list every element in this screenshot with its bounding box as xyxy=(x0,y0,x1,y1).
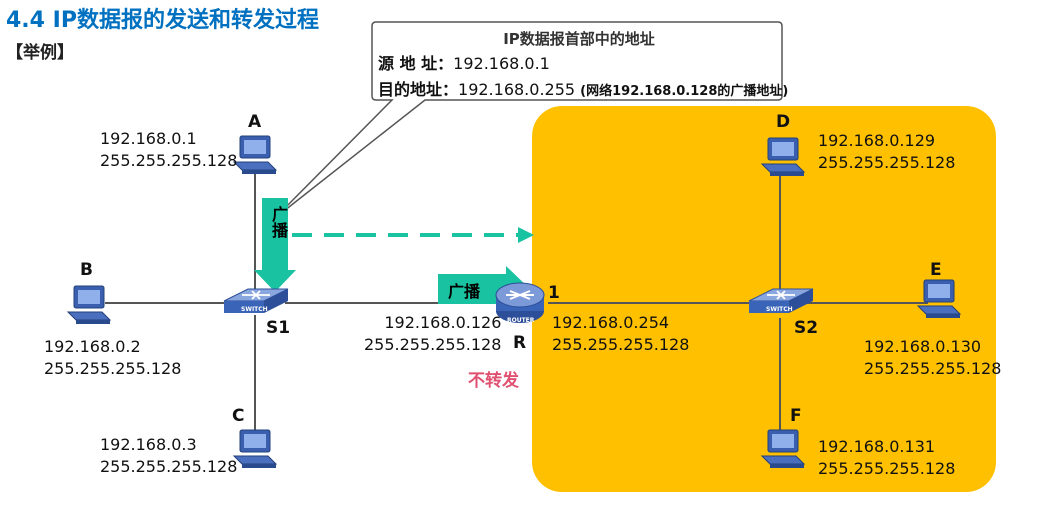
callout-source-row: 源 地 址：192.168.0.1 xyxy=(378,50,550,74)
broadcast-tag-vertical xyxy=(254,198,296,292)
host-f-name: F xyxy=(790,406,802,426)
host-c-mask: 255.255.255.128 xyxy=(100,457,238,476)
host-b-name: B xyxy=(80,260,93,280)
host-d-mask: 255.255.255.128 xyxy=(818,153,956,172)
host-b-info: 192.168.0.2 255.255.255.128 xyxy=(44,336,181,380)
host-a-icon xyxy=(233,135,277,175)
host-e-name: E xyxy=(930,260,942,280)
host-d-ip: 192.168.0.129 xyxy=(818,131,936,150)
network-links xyxy=(105,170,928,440)
host-c-info: 192.168.0.3 255.255.255.128 xyxy=(100,434,237,478)
host-a-info: 192.168.0.1 255.255.255.128 xyxy=(100,128,237,172)
callout-bubble xyxy=(274,21,783,219)
switch-s1-device-text: SWITCH xyxy=(241,306,268,313)
broadcast-dashed-arrowhead xyxy=(518,227,534,243)
broadcast-tag-vertical-label: 广播 xyxy=(269,206,288,238)
source-address: 192.168.0.1 xyxy=(453,54,550,73)
host-b-mask: 255.255.255.128 xyxy=(44,359,182,378)
not-forward-label: 不转发 xyxy=(468,371,519,391)
router-port0-ip: 192.168.0.126 xyxy=(384,313,502,332)
router-port0-info: 192.168.0.126 255.255.255.128 xyxy=(364,312,501,356)
host-c-ip: 192.168.0.3 xyxy=(100,435,197,454)
host-e-info: 192.168.0.130 255.255.255.128 xyxy=(864,336,1001,380)
host-c-icon xyxy=(233,429,277,469)
switch-s1-label: S1 xyxy=(266,318,291,338)
host-a-ip: 192.168.0.1 xyxy=(100,129,197,148)
page-title: 4.4 IP数据报的发送和转发过程 xyxy=(6,8,319,33)
host-f-info: 192.168.0.131 255.255.255.128 xyxy=(818,436,955,480)
host-f-icon xyxy=(761,429,805,469)
router-icon xyxy=(495,282,545,323)
host-f-ip: 192.168.0.131 xyxy=(818,437,936,456)
host-f-mask: 255.255.255.128 xyxy=(818,459,956,478)
host-e-icon xyxy=(917,279,961,319)
dest-address: 192.168.0.255 xyxy=(458,80,576,99)
broadcast-tag-horizontal-label: 广播 xyxy=(448,282,481,301)
host-a-mask: 255.255.255.128 xyxy=(100,151,238,170)
host-c-name: C xyxy=(232,406,245,426)
dest-label: 目的地址： xyxy=(378,80,459,99)
host-e-ip: 192.168.0.130 xyxy=(864,337,982,356)
router-port1-ip: 192.168.0.254 xyxy=(552,313,670,332)
switch-s2-label: S2 xyxy=(794,318,819,338)
host-b-ip: 192.168.0.2 xyxy=(44,337,141,356)
host-d-info: 192.168.0.129 255.255.255.128 xyxy=(818,130,955,174)
host-b-icon xyxy=(67,285,111,325)
router-name: R xyxy=(513,333,527,353)
switch-s2-device-text: SWITCH xyxy=(766,306,793,313)
callout-dest-row: 目的地址：192.168.0.255 (网络192.168.0.128的广播地址… xyxy=(378,76,788,100)
callout-title: IP数据报首部中的地址 xyxy=(503,30,655,48)
source-label: 源 地 址： xyxy=(378,54,454,73)
router-device-text: ROUTER xyxy=(507,317,535,324)
host-a-name: A xyxy=(248,112,262,132)
router-port1-mask: 255.255.255.128 xyxy=(552,335,690,354)
host-e-mask: 255.255.255.128 xyxy=(864,359,1002,378)
router-port1-info: 192.168.0.254 255.255.255.128 xyxy=(552,312,689,356)
router-port0-mask: 255.255.255.128 xyxy=(364,335,502,354)
example-label: 【举例】 xyxy=(6,43,74,63)
host-d-icon xyxy=(761,137,805,177)
dest-note: (网络192.168.0.128的广播地址) xyxy=(580,84,789,99)
host-d-name: D xyxy=(776,112,791,132)
router-port1-label: 1 xyxy=(548,283,560,303)
